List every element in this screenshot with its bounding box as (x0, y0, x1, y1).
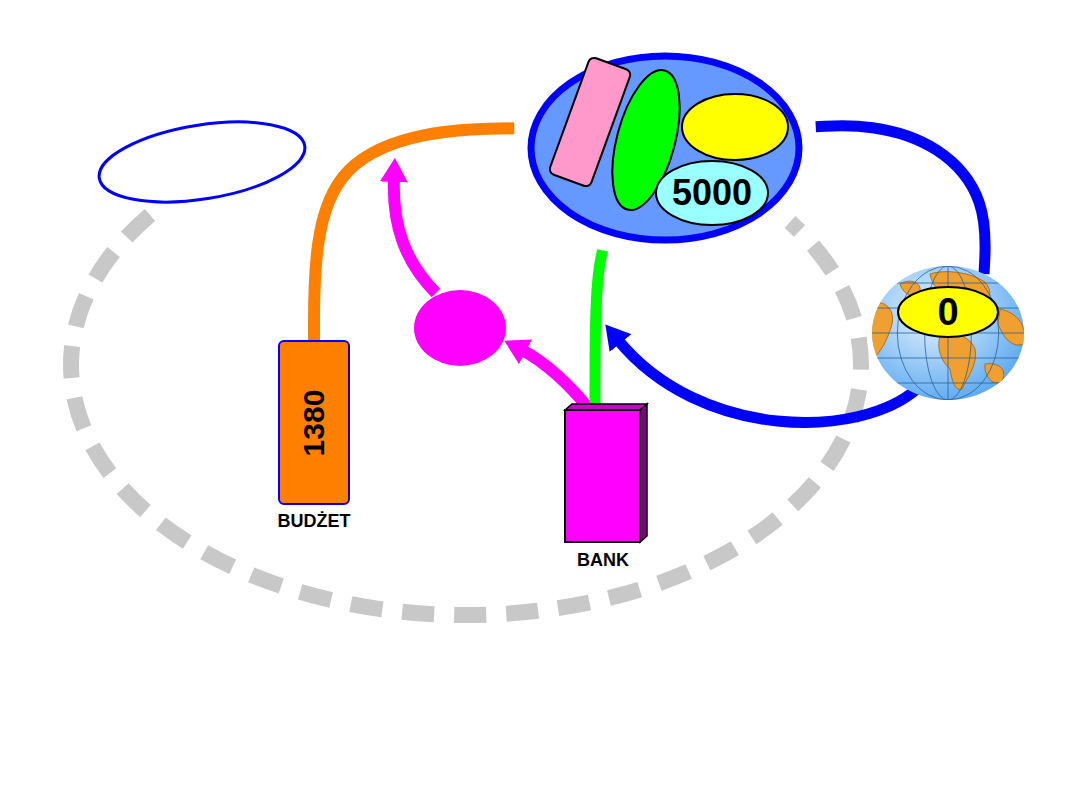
value-number: 0 (937, 286, 958, 338)
flow-arrow (314, 128, 514, 340)
budget-box: 1380BUDŻET (278, 340, 350, 505)
target-ellipse-shape (531, 56, 799, 240)
globe-map (870, 264, 1026, 402)
bank-front (565, 410, 640, 542)
flow-arrow (816, 126, 985, 274)
empty-ellipse (93, 109, 310, 215)
flow-arrow (595, 250, 603, 406)
bank-building: BANK (563, 402, 651, 570)
bank-to-circle-arrow (522, 350, 588, 408)
target-ellipse: 5000 (527, 52, 803, 244)
budget-label: BUDŻET (278, 510, 351, 532)
value-badge (898, 287, 998, 337)
budget-bar (279, 341, 349, 504)
world-to-bank-arrow (618, 340, 918, 422)
bank-building-outline (563, 402, 651, 570)
target-ellipse-outline (527, 52, 803, 244)
yellow-part (682, 94, 788, 160)
world-globe: 0 (870, 264, 1026, 402)
budget-amount: 1380 (297, 389, 331, 456)
circle-up-arrow (394, 178, 436, 293)
value-number: 5000 (672, 173, 752, 213)
value-ellipse-shape (656, 161, 768, 225)
bank-side (640, 404, 647, 542)
bank-label: BANK (577, 550, 629, 570)
intermediary-circle (414, 290, 506, 366)
value-ellipse: 5000 (655, 160, 769, 226)
